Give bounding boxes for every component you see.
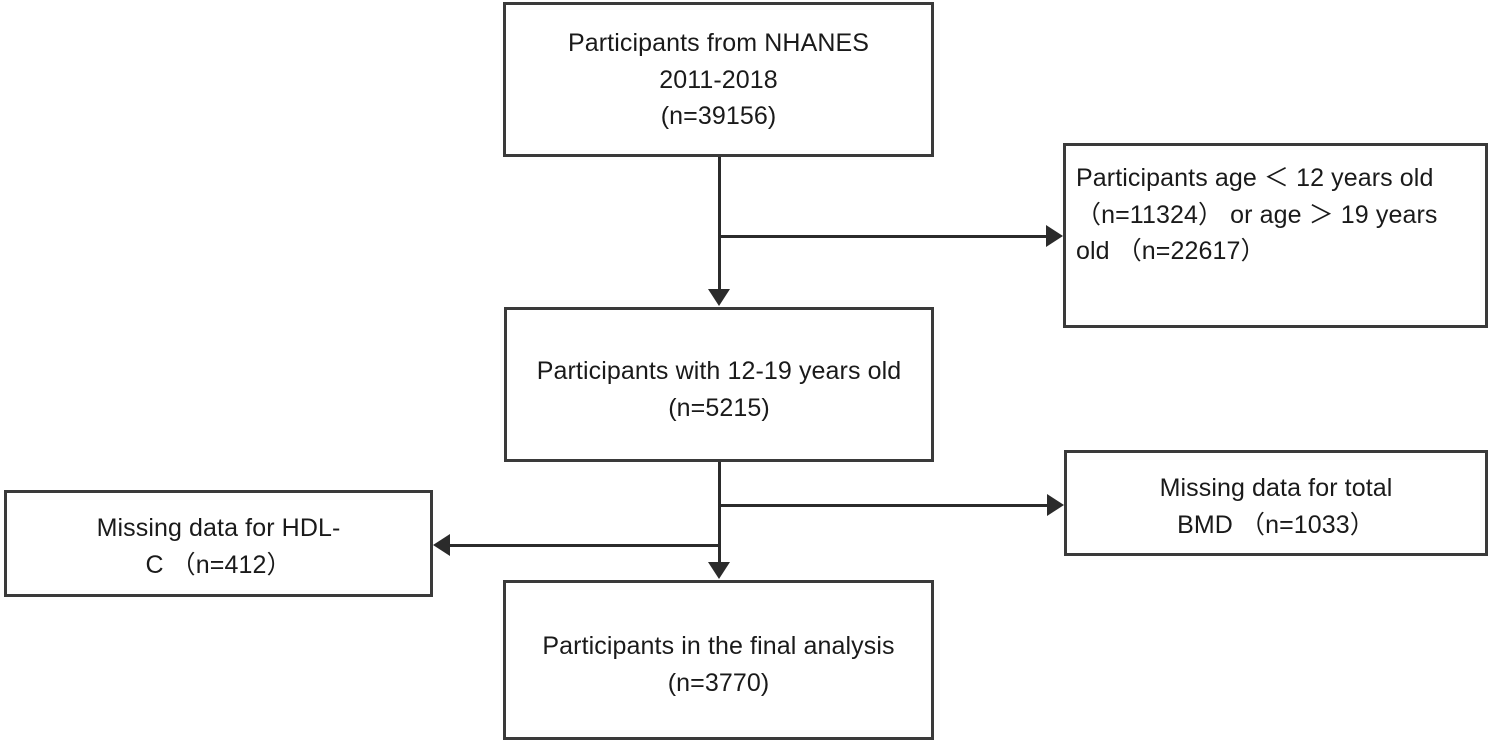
node-exclusion-hdl-label: Missing data for HDL- C （n=412） [96,514,341,579]
arrow-left-icon-eligible-to-exclusion-hdl [433,534,450,556]
node-final-analysis: Participants in the final analysis (n=37… [503,580,934,740]
connector-source-to-eligible-trunk [718,157,721,291]
arrow-down-icon-eligible-to-final [708,562,730,579]
connector-eligible-to-exclusion-hdl [450,544,721,547]
node-exclusion-hdl: Missing data for HDL- C （n=412） [4,490,433,597]
node-source-cohort-label: Participants from NHANES 2011-2018 (n=39… [567,29,870,130]
connector-eligible-to-final-trunk [718,462,721,563]
node-final-analysis-label: Participants in the final analysis (n=37… [542,632,895,697]
node-age-eligible: Participants with 12-19 years old (n=521… [504,307,934,462]
connector-source-to-exclusion-age [718,235,1048,238]
node-age-eligible-label: Participants with 12-19 years old (n=521… [536,357,902,422]
node-exclusion-bmd: Missing data for total BMD （n=1033） [1064,450,1488,556]
arrow-right-icon-source-to-exclusion-age [1046,225,1063,247]
node-source-cohort: Participants from NHANES 2011-2018 (n=39… [503,2,934,157]
arrow-right-icon-eligible-to-exclusion-bmd [1047,494,1064,516]
node-exclusion-age-label: Participants age ＜ 12 years old （n=11324… [1076,164,1438,265]
node-exclusion-age: Participants age ＜ 12 years old （n=11324… [1063,143,1488,328]
node-exclusion-bmd-label: Missing data for total BMD （n=1033） [1159,474,1393,539]
arrow-down-icon-source-to-eligible [708,289,730,306]
connector-eligible-to-exclusion-bmd [718,504,1049,507]
